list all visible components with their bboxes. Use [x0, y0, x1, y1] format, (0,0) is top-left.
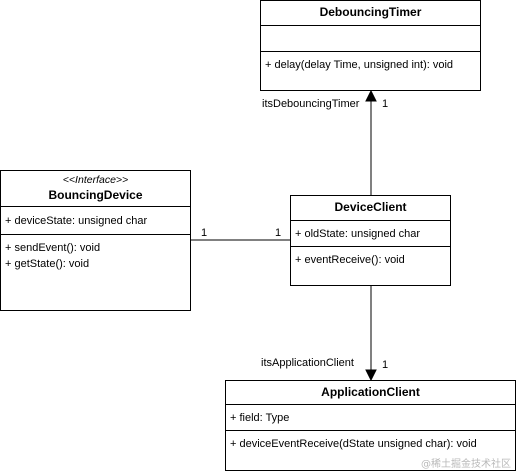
watermark-text: @稀土掘金技术社区: [421, 457, 511, 470]
class-box: [260, 0, 481, 91]
operation: + getState(): void: [5, 258, 89, 270]
role-its-debouncing-timer: itsDebouncingTimer: [262, 98, 360, 110]
role-its-application-client: itsApplicationClient: [261, 357, 354, 369]
multiplicity-timer: 1: [382, 98, 388, 110]
operation: + eventReceive(): void: [295, 254, 405, 266]
class-stereotype: <<Interface>>: [63, 174, 128, 186]
class-name: ApplicationClient: [321, 385, 420, 399]
operation: + sendEvent(): void: [5, 242, 100, 254]
class-debouncing-timer: DebouncingTimer + delay(delay Time, unsi…: [260, 0, 481, 91]
class-name: DebouncingTimer: [320, 5, 422, 19]
operation: + deviceEventReceive(dState unsigned cha…: [230, 438, 477, 450]
operation: + delay(delay Time, unsigned int): void: [265, 59, 453, 71]
attribute: + oldState: unsigned char: [295, 228, 420, 240]
class-device-client: DeviceClient + oldState: unsigned char +…: [290, 195, 451, 286]
class-box: [290, 195, 451, 286]
multiplicity-device-left: 1: [201, 227, 207, 239]
arrowhead-timer: [365, 89, 377, 102]
class-name: DeviceClient: [334, 200, 406, 214]
multiplicity-application: 1: [382, 359, 388, 371]
class-bouncing-device: <<Interface>> BouncingDevice + deviceSta…: [0, 170, 191, 311]
class-box: [0, 170, 191, 311]
arrowhead-application: [365, 369, 377, 382]
multiplicity-device-right: 1: [275, 227, 281, 239]
class-name: BouncingDevice: [48, 188, 142, 202]
attribute: + field: Type: [230, 412, 289, 424]
attribute: + deviceState: unsigned char: [5, 215, 148, 227]
class-application-client: ApplicationClient + field: Type + device…: [225, 380, 516, 471]
